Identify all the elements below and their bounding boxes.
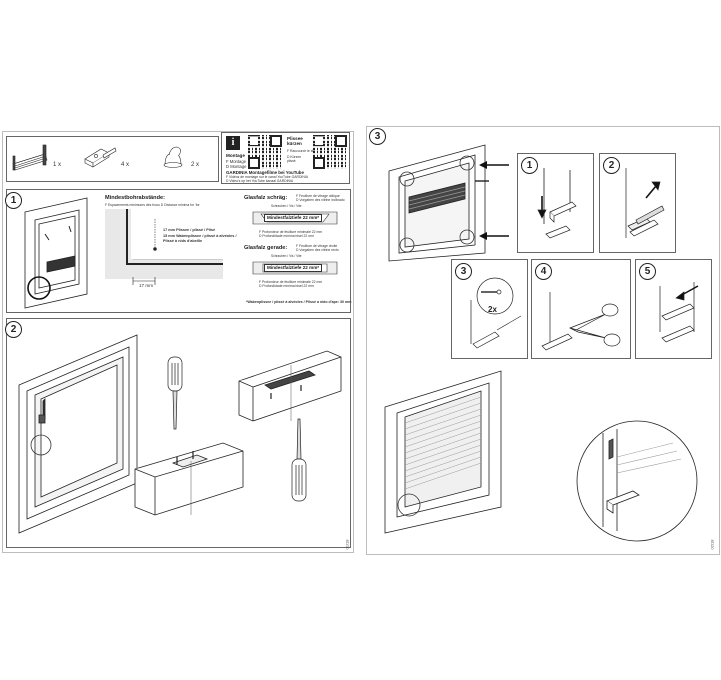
- parts-qty-2: 4 x: [121, 162, 130, 168]
- glass-oblique-title: Glasfalz schräg:: [244, 195, 288, 201]
- glass-oblique-foot-2: D Profondidade mínima bisel 22 mm: [259, 234, 314, 238]
- montage-line-1: F Montage: [226, 159, 247, 164]
- step-1-box: 1 Mindestbohrabstände: F Espacements min…: [5, 189, 352, 313]
- substep-2-box: 2: [599, 153, 676, 253]
- parts-qty-1: 1 x: [53, 162, 62, 168]
- min-drill-sub: F Espacements minimums des trous D Dista…: [105, 203, 200, 207]
- clamp-bracket-illustration: [84, 147, 117, 168]
- drill-distance-diagram: [105, 209, 223, 285]
- substep-1-number: 1: [521, 157, 538, 174]
- window-blind-installed-illustration: [388, 144, 489, 262]
- frame-profile-top-illustration: [238, 350, 342, 422]
- dim-line-1: 17 mm Plissee / plissé / Plisé: [163, 228, 216, 232]
- final-detail-zoom-illustration: [576, 420, 698, 542]
- glass-straight-title: Glasfalz gerade:: [244, 245, 288, 251]
- clip-release-illustration: [625, 168, 665, 238]
- substep-4-box: 4: [531, 259, 631, 359]
- info-icon: i: [226, 136, 240, 150]
- honeycomb-footnote: *Wabenplissee / plissé à alvéoles / Plis…: [246, 300, 352, 304]
- detail-circle-top-left: [399, 171, 415, 187]
- detail-circle-bottom-left: [399, 237, 415, 253]
- screwdriver-icon: [167, 356, 183, 430]
- window-frame-illustration: [24, 197, 88, 309]
- substep-3-qty: 2x: [488, 305, 497, 314]
- min-drill-title: Mindestbohrabstände:: [105, 195, 165, 201]
- step-2-box: 2: [5, 318, 351, 548]
- detail-circle-bottom-right: [459, 229, 475, 245]
- glass-straight-foot-2: D Profondidade mínima bisel 22 mm: [259, 284, 314, 288]
- substep-2-number: 2: [603, 157, 620, 174]
- qr-info-box: i Montage F Montage D Montage Plissee kü…: [221, 132, 350, 184]
- detail-circle: [27, 276, 51, 300]
- qr-code-plissee: [313, 135, 347, 169]
- tension-knob-illustration: [163, 146, 183, 168]
- step-3-number: 3: [369, 128, 386, 145]
- glass-oblique-foot-1: F Profondeur de feuillure minimale 22 mm: [259, 230, 323, 234]
- qr-code-montage: [248, 135, 282, 169]
- glass-oblique-sub-2: D Vorgaben des vitrine inclinado: [296, 198, 345, 202]
- plissee-title: Plissee kürzen: [287, 136, 303, 146]
- substep-5-number: 5: [639, 263, 656, 280]
- dim-label-17mm: 17 mm: [139, 283, 154, 288]
- bracket-detail-circle: [30, 434, 52, 456]
- screwdriver-icon-2: [291, 418, 307, 502]
- step-1-number: 1: [5, 192, 22, 209]
- arrow-icon-bottom: [479, 232, 509, 240]
- glass-straight-label: Mindestfalztiefe 22 mm*: [264, 264, 323, 272]
- instruction-page-left: 1 x 4 x 2 x i Montage F Montage D Monta: [2, 131, 354, 553]
- detail-circle-top-right: [459, 155, 475, 171]
- substep-3-box: 3 2x: [451, 259, 528, 359]
- left-page-code: 01/18: [344, 539, 350, 550]
- frame-profile-illustration: [134, 442, 244, 516]
- scissors-icon: [541, 292, 621, 351]
- right-page-code: 02/18: [709, 539, 715, 550]
- final-detail-circle-small: [397, 493, 421, 517]
- plissee-line-2: D Kürzen: [287, 155, 302, 159]
- parts-qty-3: 2 x: [191, 162, 200, 168]
- glass-oblique-label: Mindestfalztiefe 22 mm*: [264, 214, 323, 222]
- montage-title: Montage: [226, 153, 245, 158]
- glass-straight-foot-1: F Profondeur de feuillure minimale 22 mm: [259, 280, 323, 284]
- montage-line-2: D Montage: [226, 164, 247, 169]
- substep-1-box: 1: [517, 153, 594, 253]
- cord-end-illustration: [470, 277, 522, 349]
- substep-3-number: 3: [455, 263, 472, 280]
- youtube-line-1: F Vidéos de montage sur le canal YouTube…: [226, 175, 308, 179]
- youtube-line-2: D Video's op het YouTube kanaal GARDINIA: [226, 179, 294, 183]
- plissee-line-1: F Raccourcir le store plissé: [287, 149, 328, 153]
- substep-5-box: 5: [635, 259, 712, 359]
- bracket-clip-illustration: [537, 168, 577, 239]
- finished-window-blind-illustration: [384, 370, 502, 534]
- dim-line-2: 15 mm Wabenplissee / plissé à alvéoles /: [163, 234, 237, 238]
- glass-straight-sub-2: D Vorgaben des vitrine recto: [296, 248, 339, 252]
- glass-oblique-sub-1: F Feuillure de vitrage oblique: [296, 194, 340, 198]
- glass-straight-tag: Schrauben / Vis / Vite: [271, 254, 302, 258]
- blind-package-illustration: [12, 144, 48, 171]
- step-2-number: 2: [5, 321, 22, 338]
- substep-4-number: 4: [535, 263, 552, 280]
- plissee-line-3: plissé: [287, 159, 296, 163]
- arrow-icon-top: [479, 161, 509, 169]
- glass-oblique-tag: Schrauben / Vis / Vite: [271, 204, 302, 208]
- youtube-title: GARDINIA Montagefilme bei YouTube: [226, 170, 304, 175]
- cord-reattach-illustration: [659, 282, 699, 343]
- window-mounting-illustration: [18, 334, 138, 534]
- instruction-page-right: 3 1: [366, 126, 720, 555]
- glass-straight-sub-1: F Feuillure de vitrage droite: [296, 244, 338, 248]
- parts-list-box: 1 x 4 x 2 x: [6, 136, 219, 182]
- dim-line-3: Plissé à nids d'abeille: [163, 239, 203, 243]
